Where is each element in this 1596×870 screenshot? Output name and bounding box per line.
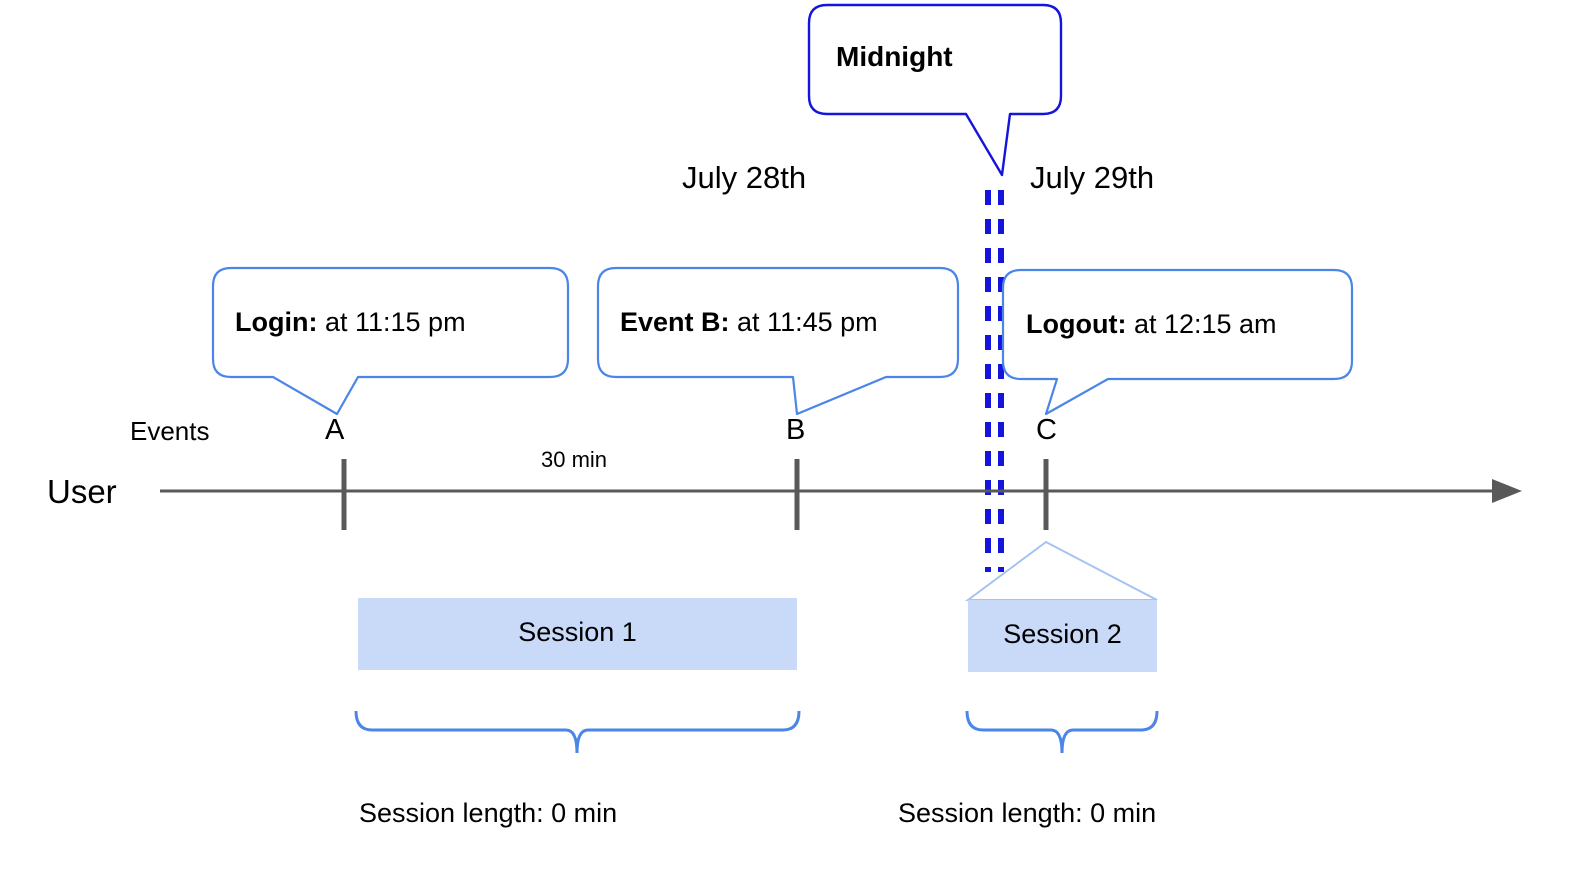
logout-callout-label: Logout: at 12:15 am bbox=[1026, 311, 1277, 338]
timeline-axis bbox=[160, 459, 1522, 530]
session1-brace bbox=[354, 710, 801, 754]
gap-duration-label: 30 min bbox=[541, 447, 608, 472]
session-bar-2-label: Session 2 bbox=[1003, 619, 1122, 649]
event-point-label-a: A bbox=[325, 414, 345, 446]
eventb-callout-shape bbox=[596, 266, 960, 416]
date-label-july-29: July 29th bbox=[1030, 160, 1155, 195]
session-bar-1 bbox=[358, 598, 797, 670]
midnight-callout-shape bbox=[807, 3, 1063, 177]
eventb-callout-label: Event B: at 11:45 pm bbox=[620, 309, 878, 336]
eventb-callout-rest: at 11:45 pm bbox=[729, 307, 878, 337]
eventb-callout-bold: Event B: bbox=[620, 307, 730, 337]
session-bar-1-label: Session 1 bbox=[518, 617, 637, 647]
user-row-label: User bbox=[47, 473, 117, 510]
login-callout-shape bbox=[211, 266, 570, 416]
session2-pointer bbox=[964, 540, 1158, 601]
session-length-label-1: Session length: 0 min bbox=[359, 798, 618, 828]
logout-callout-rest: at 12:15 am bbox=[1126, 309, 1277, 339]
logout-callout-bold: Logout: bbox=[1026, 309, 1127, 339]
login-callout-rest: at 11:15 pm bbox=[317, 307, 466, 337]
midnight-dashed-lines bbox=[985, 190, 1004, 572]
event-point-label-b: B bbox=[786, 414, 806, 446]
login-callout-bold: Login: bbox=[235, 307, 318, 337]
session-length-label-2: Session length: 0 min bbox=[898, 798, 1157, 828]
midnight-label: Midnight bbox=[836, 41, 953, 72]
date-label-july-28: July 28th bbox=[682, 160, 807, 195]
event-point-label-c: C bbox=[1036, 414, 1057, 446]
session2-brace bbox=[965, 710, 1159, 754]
logout-callout-shape bbox=[1001, 268, 1354, 416]
session-bar-2 bbox=[968, 600, 1157, 672]
events-row-label: Events bbox=[130, 416, 210, 446]
login-callout-label: Login: at 11:15 pm bbox=[235, 309, 466, 336]
